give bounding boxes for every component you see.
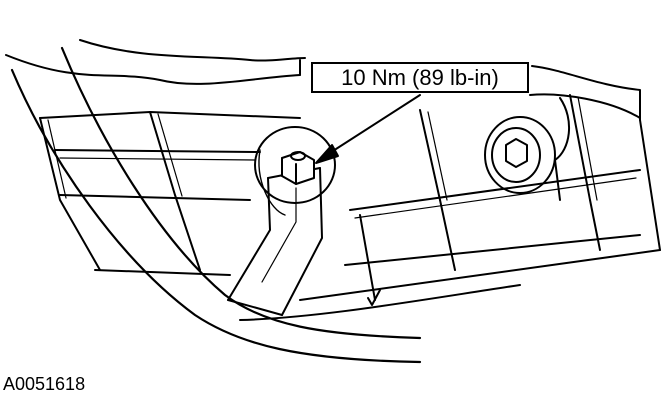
flange-rib-detail xyxy=(47,96,637,219)
nut-on-stud-icon xyxy=(281,151,315,185)
figure-reference-number: A0051618 xyxy=(3,374,86,394)
torque-specification-label: 10 Nm (89 lb-in) xyxy=(311,62,529,93)
callout-leader-arrow xyxy=(315,94,421,164)
upper-housing xyxy=(5,39,641,121)
fastener-boss xyxy=(254,126,336,216)
hex-socket-bolt-icon xyxy=(484,97,571,201)
oil-pan-flange xyxy=(39,94,661,321)
tube-bracket xyxy=(227,167,323,316)
dipstick-tube xyxy=(10,46,422,364)
